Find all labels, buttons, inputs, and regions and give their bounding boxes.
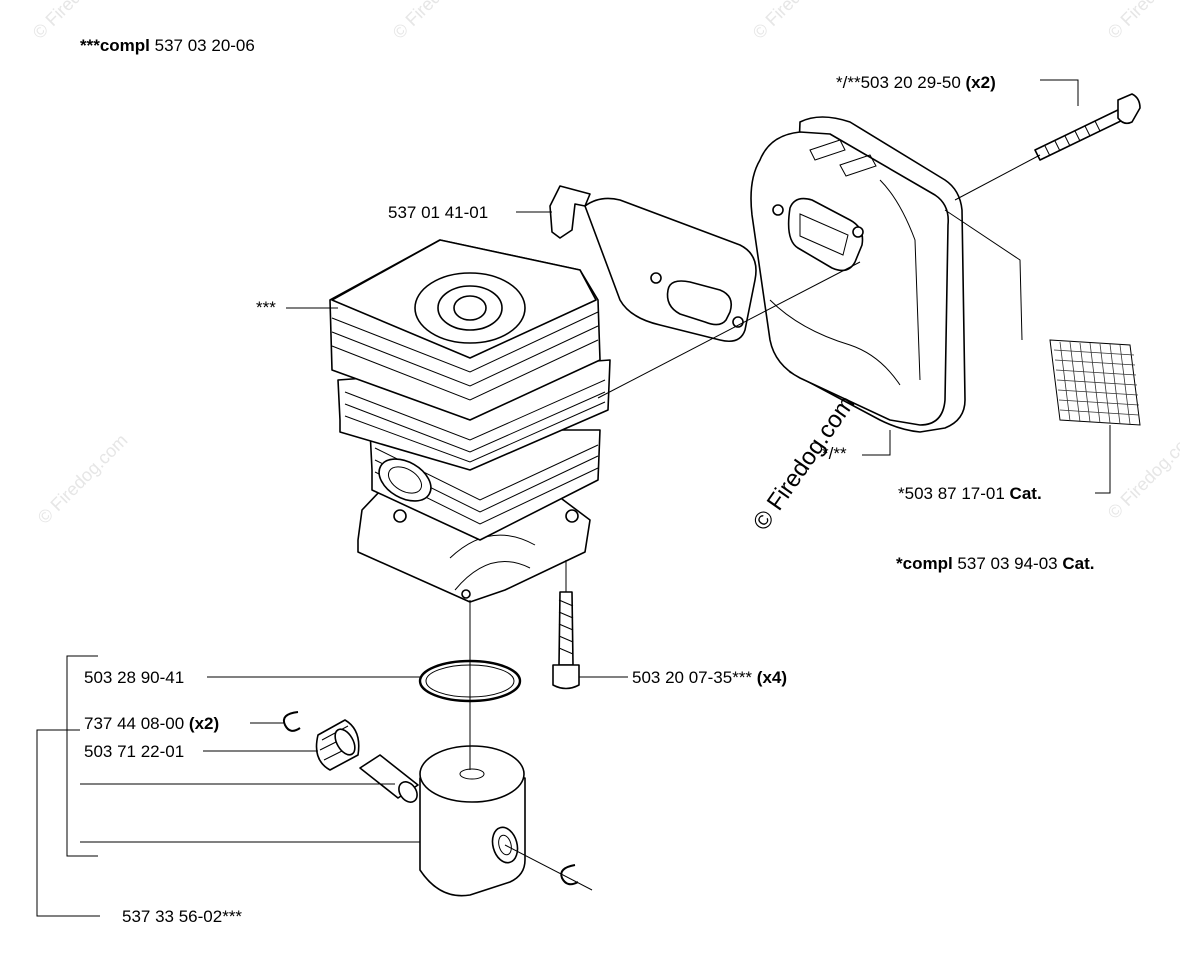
piston-crown (419, 745, 525, 803)
cylinder-base-arch (449, 534, 536, 559)
intake-port (378, 458, 432, 502)
label-bolt-long-number: */**503 20 29-50 (836, 73, 966, 92)
piston (419, 745, 526, 897)
muffler-hole (772, 204, 784, 216)
circlip-right (560, 864, 579, 886)
assembly-prefix: ***compl (80, 36, 150, 55)
watermark-center: © Firedog.com (748, 391, 861, 536)
muffler-hole (852, 226, 864, 238)
watermark-tile: © Firedog.com (1104, 0, 1180, 43)
label-piston-ring: 503 28 90-41 (84, 668, 184, 687)
watermark-tiles: © Firedog.com © Firedog.com © Firedog.co… (29, 0, 1180, 528)
label-bolt-long-qty: (x2) (966, 73, 996, 92)
leader-bolt-axis (954, 154, 1041, 201)
muffler-contour (879, 179, 921, 381)
screen-mesh (1053, 341, 1140, 425)
label-spark-screen-number: *503 87 17-01 (898, 484, 1010, 503)
leader-exhaust-axis (597, 261, 861, 399)
bracket-hook (549, 185, 591, 239)
piston-pin-bore (498, 834, 512, 856)
label-cylinder-screw-number: 503 20 07-35*** (632, 668, 757, 687)
label-muffler-marker: */** (822, 444, 847, 463)
leader-circlip-axis (504, 844, 593, 891)
cylinder-mount-hole (565, 509, 579, 523)
cylinder-mount-hole (461, 589, 471, 599)
bracket-group-outer (36, 729, 100, 917)
leader-muffler (862, 430, 891, 456)
watermark-tile: © Firedog.com (389, 0, 487, 43)
label-circlip: 737 44 08-00 (x2) (84, 714, 219, 733)
label-bolt-long: */**503 20 29-50 (x2) (836, 73, 996, 92)
cylinder-base-arch (454, 561, 531, 591)
muffler (750, 116, 966, 433)
circlip-left (282, 711, 301, 732)
circlip-arc (282, 711, 301, 732)
bracket-plate (584, 197, 757, 343)
screw-head (552, 664, 580, 690)
leader-bolt-long (1040, 79, 1079, 106)
cylinder-fin (331, 339, 599, 401)
label-muffler-assembly-prefix: *compl (896, 554, 953, 573)
bracket-port (666, 280, 733, 326)
muffler-contour (769, 299, 901, 386)
watermark-tile: © Firedog.com (1104, 425, 1180, 523)
circlip-arc (560, 864, 579, 886)
label-muffler-assembly-number: 537 03 94-03 (953, 554, 1063, 573)
watermark-tile: © Firedog.com (34, 430, 132, 528)
label-cylinder-screw-qty: (x4) (757, 668, 787, 687)
muffler-rib (839, 154, 877, 177)
cylinder-fin (331, 325, 599, 387)
muffler-port-inner (799, 213, 849, 256)
bracket-hole (650, 272, 662, 284)
cylinder-fin (331, 311, 599, 373)
label-bracket: 537 01 41-01 (388, 203, 488, 222)
cylinder-screw (552, 591, 580, 690)
assembly-title: ***compl 537 03 20-06 (80, 36, 255, 55)
leader-screen-axis (944, 209, 1023, 341)
intake-port-inner (387, 466, 423, 494)
piston-crown-mark (459, 768, 485, 780)
label-muffler-assembly: *compl 537 03 94-03 Cat. (896, 554, 1094, 573)
spark-plug-hole (453, 295, 487, 321)
leader-lines (36, 79, 1111, 917)
bracket-group-inner (66, 655, 98, 857)
piston-skirt (419, 777, 526, 897)
label-piston-assembly: 537 33 56-02*** (122, 907, 242, 926)
cylinder-stud (393, 509, 407, 523)
bearing-end (334, 728, 356, 756)
label-cylinder-screw: 503 20 07-35*** (x4) (632, 668, 787, 687)
cylinder-fin (344, 401, 606, 463)
screw-thread (558, 599, 574, 655)
bracket (549, 185, 757, 343)
label-cylinder-marker: *** (256, 298, 276, 317)
label-needle-bearing: 503 71 22-01 (84, 742, 184, 761)
pin-end (398, 781, 418, 803)
cylinder (329, 239, 611, 603)
label-spark-screen: *503 87 17-01 Cat. (898, 484, 1042, 503)
label-spark-screen-cat: Cat. (1010, 484, 1042, 503)
bolt-thread (1044, 120, 1101, 157)
leader-screen (1095, 425, 1111, 494)
label-circlip-number: 737 44 08-00 (84, 714, 189, 733)
cylinder-fin (344, 379, 606, 441)
piston-pin (359, 754, 419, 803)
spark-screen (1049, 339, 1141, 426)
label-muffler-assembly-cat: Cat. (1062, 554, 1094, 573)
assembly-number: 537 03 20-06 (150, 36, 255, 55)
bolt-head (1117, 93, 1141, 125)
label-circlip-qty: (x2) (189, 714, 219, 733)
bolt-shank (1034, 107, 1128, 161)
long-bolt (1034, 93, 1141, 161)
watermark-tile: © Firedog.com (749, 0, 847, 43)
cylinder-fin (344, 391, 606, 453)
needle-bearing (315, 719, 360, 771)
muffler-rib (809, 139, 846, 161)
